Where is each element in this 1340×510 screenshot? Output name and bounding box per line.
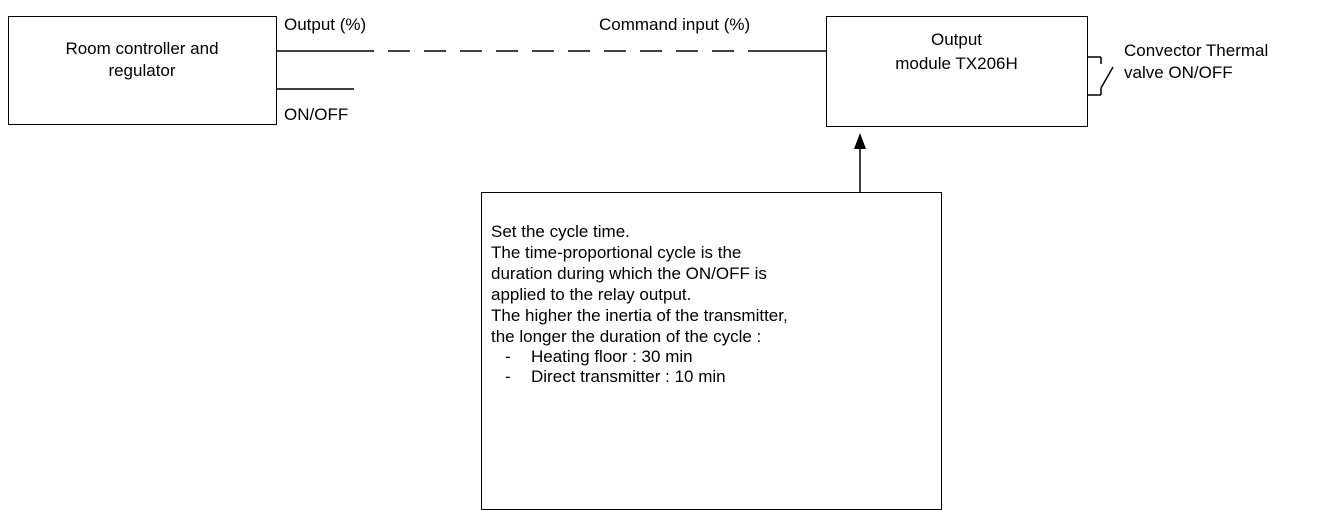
note-line: applied to the relay output.	[491, 285, 692, 304]
bullet-text: Heating floor : 30 min	[531, 347, 693, 366]
room-controller-label-line2: regulator	[108, 61, 176, 80]
bullet-dash: -	[505, 367, 511, 386]
output-module-box: Output module TX206H	[826, 16, 1088, 127]
relay-contact-symbol	[1087, 56, 1114, 96]
room-controller-box: Room controller and regulator	[8, 16, 277, 125]
arrow-head	[854, 133, 866, 149]
note-line: The higher the inertia of the transmitte…	[491, 306, 788, 325]
valve-label-line2: valve ON/OFF	[1124, 63, 1233, 82]
note-line: the longer the duration of the cycle :	[491, 327, 762, 346]
output-module-label-line1: Output	[930, 30, 983, 49]
room-controller-label-line1: Room controller and	[65, 39, 219, 58]
bullet-dash: -	[505, 347, 511, 366]
valve-label-line1: Convector Thermal	[1124, 41, 1269, 60]
on-off-label: ON/OFF	[284, 105, 349, 124]
cycle-time-note-box: Set the cycle time. The time-proportiona…	[481, 192, 942, 510]
output-module-label-line2: module TX206H	[895, 54, 1018, 73]
bullet-text: Direct transmitter : 10 min	[531, 367, 726, 386]
output-percent-label: Output (%)	[284, 15, 367, 34]
command-input-label: Command input (%)	[599, 15, 751, 34]
note-line: The time-proportional cycle is the	[491, 243, 742, 262]
note-line: Set the cycle time.	[491, 222, 630, 241]
note-bullet: - Heating floor : 30 min	[491, 347, 941, 367]
note-line: duration during which the ON/OFF is	[491, 264, 767, 283]
note-bullet: - Direct transmitter : 10 min	[491, 367, 941, 387]
